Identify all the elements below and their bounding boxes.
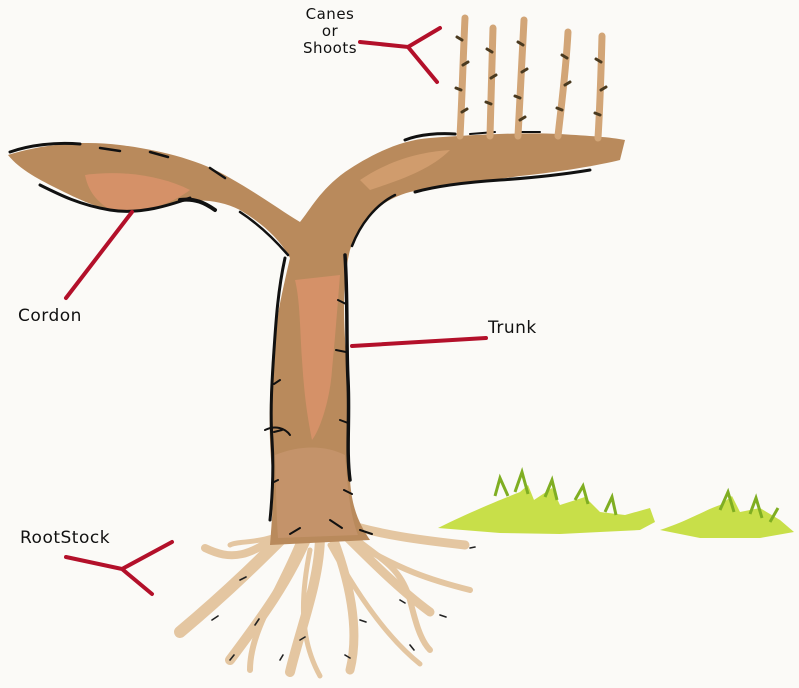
cordon-pointer — [64, 210, 134, 300]
cane — [593, 32, 608, 142]
bark-outlines — [8, 131, 592, 535]
cane — [554, 28, 572, 140]
canes-label-line: Shoots — [302, 39, 358, 57]
pointers — [64, 26, 488, 596]
canes-label-line: or — [321, 22, 339, 40]
roots — [174, 514, 473, 679]
canes — [454, 14, 608, 142]
trunk-label: Trunk — [488, 318, 537, 338]
grass-patch — [438, 466, 794, 538]
canes-label-line: Canes — [305, 5, 355, 23]
canes-label: Canes or Shoots — [298, 6, 362, 57]
rootstock-label: RootStock — [20, 528, 111, 548]
cane — [513, 16, 529, 140]
cane — [484, 24, 498, 140]
trunk-pointer — [350, 336, 488, 348]
root-outlines — [211, 546, 476, 661]
rootstock-pointer — [64, 540, 174, 596]
canes-pointer — [358, 26, 442, 84]
trunk-and-cordon — [8, 133, 625, 545]
cordon-label: Cordon — [18, 306, 82, 326]
cane — [454, 14, 470, 140]
